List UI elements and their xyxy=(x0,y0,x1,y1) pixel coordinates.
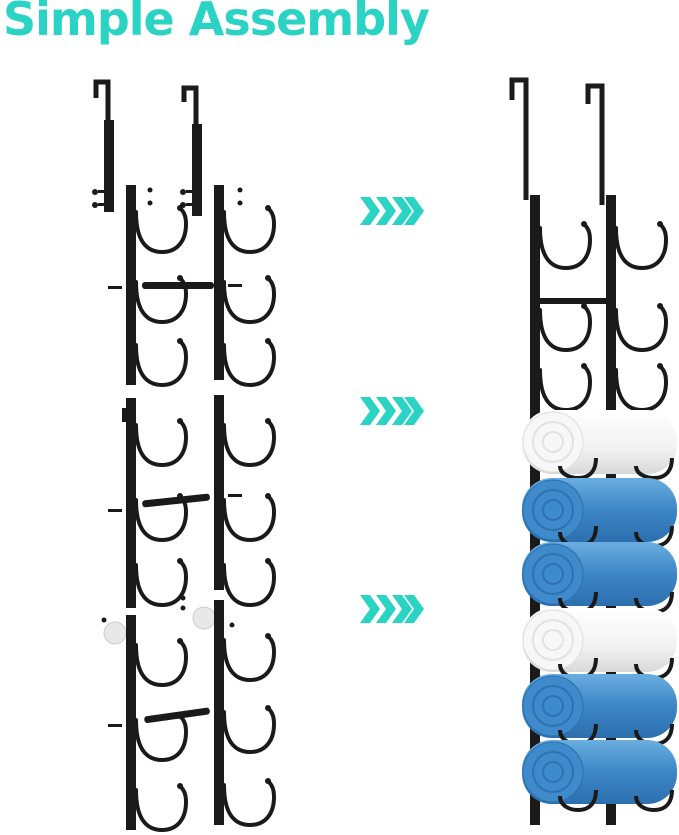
screws xyxy=(92,187,243,208)
panel-section-1 xyxy=(108,185,276,387)
towel-roll-blue xyxy=(522,478,677,549)
towel-roll-blue xyxy=(522,674,677,747)
towel-roll-blue xyxy=(522,542,677,615)
door-hook-right xyxy=(181,85,202,216)
panel-section-3 xyxy=(101,595,276,832)
triple-chevron-right-icon xyxy=(360,397,424,425)
page-title: Simple Assembly xyxy=(3,0,430,46)
door-hook-left xyxy=(93,79,114,212)
triple-chevron-right-icon xyxy=(360,197,424,225)
towel-roll-blue xyxy=(522,740,677,813)
triple-chevron-right-icon xyxy=(360,595,424,623)
towel-roll-white xyxy=(522,608,677,681)
towel-roll-white xyxy=(522,410,677,481)
panel-section-2 xyxy=(108,395,276,608)
exploded-parts xyxy=(92,79,276,832)
